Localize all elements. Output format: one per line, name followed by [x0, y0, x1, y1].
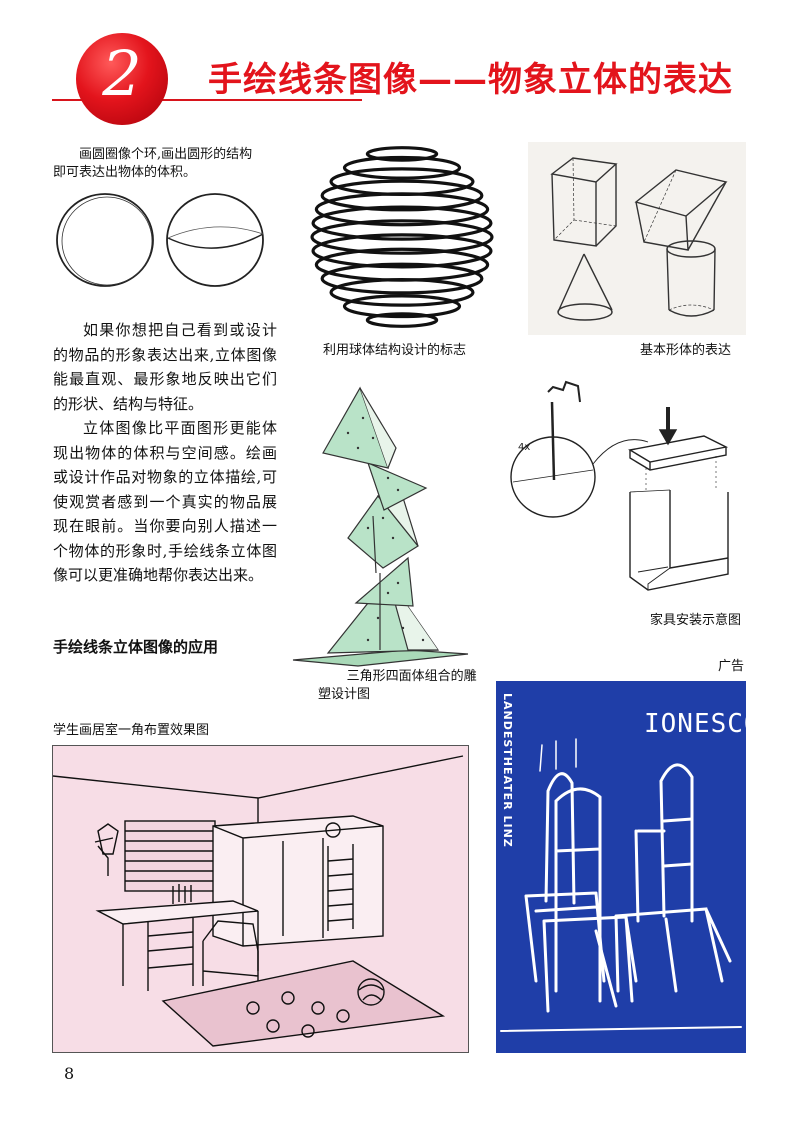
- body-text: 如果你想把自己看到或设计的物品的形象表达出来,立体图像能最直观、最形象地反映出它…: [53, 318, 277, 588]
- caption-poster: 广告: [718, 659, 745, 674]
- body-paragraph: 立体图像比平面图形更能体现出物体的体积与空间感。绘画或设计作品对物象的立体描绘,…: [53, 419, 277, 584]
- sphere-ring: [329, 278, 475, 307]
- sphere-logo-illustration: [310, 146, 494, 328]
- sphere-ring: [311, 233, 493, 269]
- furniture-assembly-illustration: 4x: [510, 380, 729, 591]
- sphere-ring: [342, 294, 462, 319]
- section-subheading: 手绘线条立体图像的应用: [53, 638, 219, 656]
- caption-sculpture: 三角形四面体组合的雕塑设计图: [318, 669, 477, 702]
- caption-circle-intro: 画圆圈像个环,画出圆形的结构即可表达出物体的体积。: [53, 147, 253, 180]
- basic-shapes-illustration: [550, 157, 728, 321]
- sphere-ring: [311, 205, 493, 241]
- caption-basic-shapes: 基本形体的表达: [640, 343, 732, 358]
- sphere-ring: [365, 146, 439, 162]
- poster-chairs-illustration: [500, 738, 742, 1032]
- poster-title: IONESCO: [644, 709, 746, 739]
- page-title: 手绘线条图像——物象立体的表达: [208, 60, 733, 100]
- caption-sphere-logo: 利用球体结构设计的标志: [323, 343, 467, 358]
- sphere-ring: [320, 179, 484, 212]
- page-number: 8: [64, 1064, 75, 1083]
- chapter-number: 2: [102, 37, 142, 110]
- sphere-ring: [365, 312, 439, 328]
- furniture-quantity-label: 4x: [518, 442, 530, 453]
- caption-room: 学生画居室一角布置效果图: [53, 723, 210, 738]
- chapter-badge: 2: [76, 33, 168, 125]
- sphere-ring: [342, 155, 462, 180]
- room-illustration-frame: [52, 745, 469, 1053]
- sphere-ring: [314, 192, 490, 227]
- header-rule: [52, 99, 362, 101]
- tetrahedron-sculpture-illustration: [292, 386, 469, 667]
- theater-poster: LANDESTHEATER LINZ IONESCO: [496, 681, 746, 1053]
- sphere-ring: [310, 219, 494, 255]
- circle-sketches: [56, 193, 264, 287]
- body-paragraph: 如果你想把自己看到或设计的物品的形象表达出来,立体图像能最直观、最形象地反映出它…: [53, 321, 277, 413]
- sphere-ring: [320, 262, 484, 295]
- room-illustration: [52, 755, 464, 1047]
- caption-furniture: 家具安装示意图: [650, 613, 742, 628]
- basic-shapes-panel: [528, 142, 746, 335]
